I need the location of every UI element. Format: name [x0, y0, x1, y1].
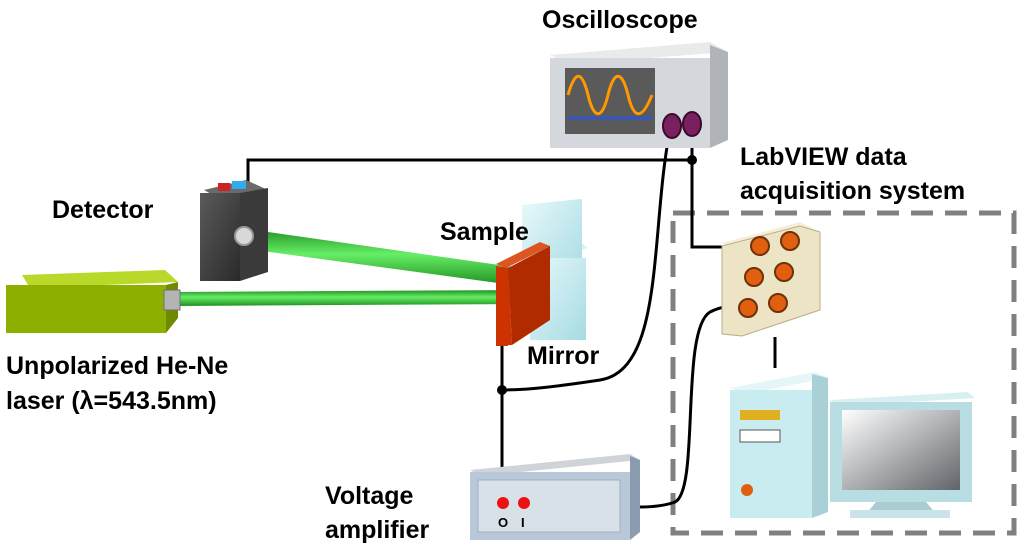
- label-amplifier-line1: Voltage: [325, 482, 414, 510]
- daq-box: [721, 222, 821, 337]
- oscilloscope-screen: [565, 68, 655, 134]
- scope-probe-ch2: [682, 111, 702, 137]
- daq-knob-6: [768, 293, 788, 313]
- label-sample: Sample: [440, 218, 529, 246]
- amp-input-mark: I: [521, 515, 525, 530]
- detector-connector-blue: [232, 181, 246, 189]
- wire-scope-to-sample: [501, 129, 672, 392]
- wire-junction-top: [687, 155, 697, 165]
- pc-drive-bay: [740, 410, 780, 420]
- daq-knob-1: [750, 236, 770, 256]
- detector: [200, 180, 268, 281]
- pc-drive-slot: [739, 429, 781, 443]
- amp-input-terminal: [518, 497, 530, 509]
- pc-power-button: [741, 484, 753, 496]
- amp-output-mark: O: [498, 515, 508, 530]
- scope-probe-ch1: [662, 113, 682, 139]
- laser: [6, 270, 181, 333]
- label-labview-line1: LabVIEW data: [740, 143, 908, 171]
- label-mirror: Mirror: [527, 342, 600, 370]
- laser-beam-reflected: [240, 228, 520, 286]
- daq-knob-4: [774, 262, 794, 282]
- sample: [496, 242, 550, 346]
- pc-tower: [730, 372, 828, 518]
- amp-output-terminal: [497, 497, 509, 509]
- voltage-amplifier: O I: [470, 454, 640, 540]
- label-laser-line2: laser (λ=543.5nm): [6, 387, 217, 415]
- detector-connector-red: [218, 183, 230, 191]
- pc-monitor-screen: [842, 410, 960, 490]
- detector-lens: [234, 226, 254, 246]
- wire-junction-sample: [497, 385, 507, 395]
- label-detector: Detector: [52, 196, 154, 224]
- labview-dashed-frame: [670, 210, 1017, 536]
- laser-beam-incident: [176, 290, 520, 306]
- pc-monitor: [830, 392, 975, 518]
- laser-aperture: [163, 289, 181, 311]
- oscilloscope: [550, 42, 728, 148]
- oscilloscope-waveform: [566, 74, 654, 116]
- daq-knob-3: [744, 267, 764, 287]
- wire-scope-to-daq: [690, 160, 747, 249]
- daq-knob-5: [738, 298, 758, 318]
- label-labview-line2: acquisition system: [740, 177, 965, 205]
- label-laser-line1: Unpolarized He-Ne: [6, 352, 228, 380]
- label-amplifier-line2: amplifier: [325, 516, 429, 544]
- daq-knob-2: [780, 231, 800, 251]
- label-oscilloscope: Oscilloscope: [542, 6, 698, 34]
